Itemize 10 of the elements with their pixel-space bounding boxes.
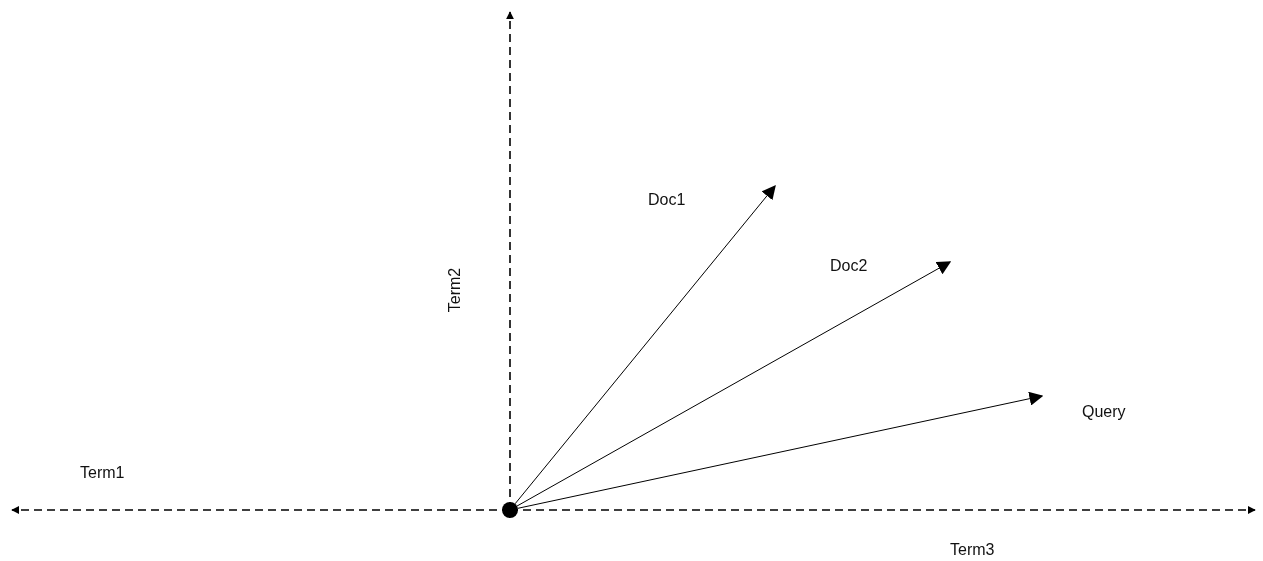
vector-arrow xyxy=(517,391,1044,509)
axis-label: Term1 xyxy=(80,463,125,483)
vector-arrow xyxy=(516,261,952,507)
vector-label: Doc1 xyxy=(648,190,686,210)
axis-label: Term3 xyxy=(950,540,995,560)
axis-label: Term2 xyxy=(445,267,464,313)
vector-label: Query xyxy=(1082,402,1126,422)
vector-arrow xyxy=(514,184,776,505)
vector-label: Doc2 xyxy=(830,256,868,276)
origin-dot xyxy=(502,502,518,518)
